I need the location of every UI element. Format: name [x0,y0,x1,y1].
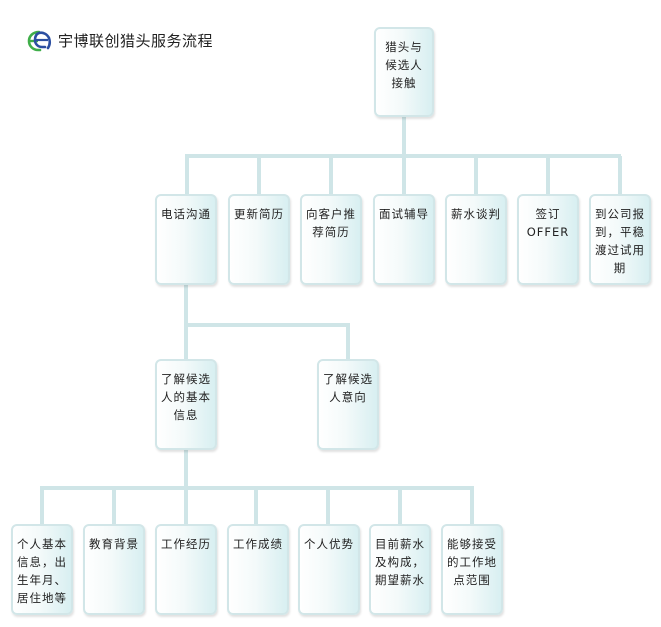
node-text: 接触 [391,76,417,90]
node-text: 的工作地 [447,555,497,569]
node-onboarding: 到公司报 到，平稳 渡过试用 期 [589,194,651,285]
node-text: 荐简历 [312,225,350,239]
node-candidate-intent: 了解候选 人意向 [317,359,379,450]
node-education: 教育背景 [83,524,145,615]
node-text: OFFER [526,225,570,239]
node-text: 到，平稳 [595,225,645,239]
node-work-experience: 工作经历 [155,524,217,615]
node-sign-offer: 签订 OFFER [517,194,579,285]
node-text: 能够接受 [447,537,497,551]
node-text: 居住地等 [17,591,67,605]
node-text: 人意向 [329,390,367,404]
node-text: 信息 [173,408,199,422]
node-phone-communication: 电话沟通 [155,194,217,285]
node-text: 工作成绩 [233,537,283,551]
node-text: 生年月、 [17,573,67,587]
node-text: 了解候选 [323,372,373,386]
node-text: 个人基本 [17,537,67,551]
node-update-resume: 更新简历 [228,194,290,285]
node-personal-info: 个人基本 信息，出 生年月、 居住地等 [11,524,73,615]
node-work-location: 能够接受 的工作地 点范围 [441,524,503,615]
node-text: 信息，出 [17,555,67,569]
node-text: 及构成， [375,555,425,569]
node-text: 更新简历 [234,207,284,221]
node-text: 个人优势 [304,537,354,551]
node-work-achievements: 工作成绩 [227,524,289,615]
node-text: 到公司报 [595,207,645,221]
node-text: 猎头与 [385,40,423,54]
node-text: 工作经历 [161,537,211,551]
node-text: 目前薪水 [375,537,425,551]
node-text: 期 [613,261,627,275]
node-personal-strengths: 个人优势 [298,524,360,615]
page-header: 宇博联创猎头服务流程 [26,27,213,53]
ee-logo-icon [27,30,51,52]
node-recommend-resume: 向客户推 荐简历 [300,194,362,285]
node-text: 面试辅导 [379,207,429,221]
node-text: 候选人 [385,58,423,72]
node-salary-expectation: 目前薪水 及构成， 期望薪水 [369,524,431,615]
node-salary-negotiation: 薪水谈判 [445,194,507,285]
node-text: 教育背景 [89,537,139,551]
node-basic-info: 了解候选 人的基本 信息 [155,359,217,450]
node-text: 薪水谈判 [451,207,501,221]
node-text: 向客户推 [306,207,356,221]
node-interview-coaching: 面试辅导 [373,194,435,285]
node-text: 点范围 [453,573,491,587]
node-text: 期望薪水 [375,573,425,587]
node-text: 渡过试用 [595,243,645,257]
node-text: 电话沟通 [161,207,211,221]
node-root: 猎头与 候选人 接触 [374,27,434,117]
node-text: 了解候选 [161,372,211,386]
page-title: 宇博联创猎头服务流程 [58,31,214,50]
node-text: 签订 [535,207,561,221]
node-text: 人的基本 [161,390,211,404]
